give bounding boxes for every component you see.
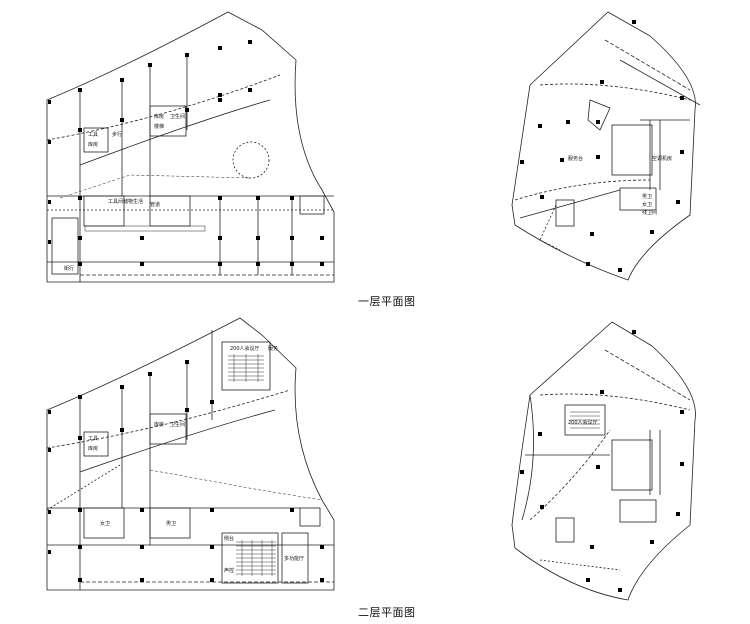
- f2-left-labels: 200人会议厅 服务 工具 库房 库房 卫生间 女卫 男卫 多功能厅 侧台 声控: [88, 345, 304, 574]
- f2-label-toilet2: 女卫: [100, 520, 110, 527]
- f2-label-hall: 多功能厅: [284, 555, 304, 562]
- f1-right-plan: [511, 11, 701, 281]
- f1-left-labels: 工具 库房 库房 卫生间 楼梯 步行 管道 工具间储物生活 街行: [64, 113, 185, 272]
- f2-right-columns: [520, 330, 684, 592]
- f2-label-stair: 库房: [154, 421, 164, 428]
- f2-left-columns: [48, 360, 324, 582]
- f2-label-tool2: 库房: [88, 445, 98, 452]
- f2-label-side1: 侧台: [224, 535, 234, 542]
- f1-label-shops: 工具间储物生活: [108, 198, 143, 205]
- f1-label-street: 街行: [64, 265, 74, 272]
- f1-label-service: 服务台: [568, 155, 583, 162]
- f2-right-seats: [570, 411, 600, 429]
- caption-second-floor: 二层平面图: [358, 606, 416, 619]
- f1-label-stair: 库房: [154, 113, 164, 120]
- f2-label-prep: 服务: [268, 345, 278, 352]
- f1-label-tool1: 工具: [88, 132, 98, 138]
- f1-label-path: 步行: [112, 131, 122, 138]
- caption-first-floor: 一层平面图: [358, 295, 416, 308]
- f1-label-female: 女卫: [642, 201, 652, 208]
- f1-left-columns: [48, 40, 324, 266]
- f1-label-stair2: 楼梯: [154, 123, 164, 130]
- f2-label-toilet3: 男卫: [166, 521, 176, 527]
- f1-right-columns: [520, 20, 684, 272]
- f1-label-male: 男卫: [642, 194, 652, 200]
- f1-label-tool2: 库房: [88, 141, 98, 148]
- f1-right-labels: 服务台 空调机房 男卫 女卫 残卫间: [568, 155, 672, 216]
- f1-left-plan: [46, 11, 335, 283]
- f2-left-plan: [46, 317, 335, 591]
- f2-left-hall-seats: [236, 540, 276, 576]
- f2-label-toilet: 卫生间: [170, 421, 185, 428]
- f2-right-label-meeting: 200人会议厅: [568, 419, 598, 426]
- f2-label-meeting: 200人会议厅: [230, 345, 260, 352]
- f2-label-side2: 声控: [224, 567, 234, 574]
- f2-right-labels: 200人会议厅: [568, 419, 598, 426]
- f1-label-toilet: 卫生间: [170, 113, 185, 120]
- f1-label-aircon: 空调机房: [652, 155, 672, 162]
- f1-label-disabled: 残卫间: [642, 209, 657, 216]
- f1-label-duct: 管道: [150, 201, 160, 208]
- f2-left-meeting-seats: [228, 354, 264, 382]
- f2-right-plan: [511, 321, 696, 601]
- f2-label-tool1: 工具: [88, 436, 98, 442]
